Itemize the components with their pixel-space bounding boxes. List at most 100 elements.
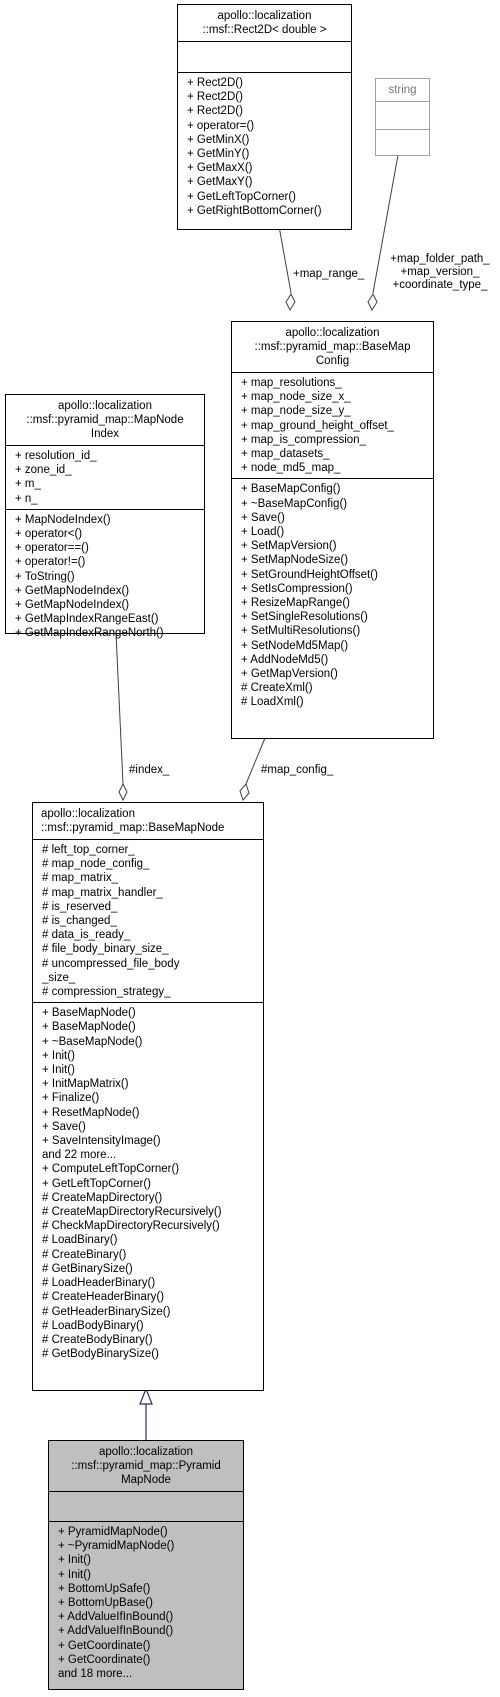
method-row: + GetMapVersion() (241, 668, 338, 681)
method-row: + ~PyramidMapNode() (58, 1540, 175, 1553)
method-row: + operator!=() (15, 556, 86, 569)
label-config-member: +coordinate_type_ (392, 279, 488, 291)
method-row: # CreateBodyBinary() (42, 1333, 153, 1346)
inheritance-arrowhead (139, 1387, 153, 1405)
method-row: # GetBodyBinarySize() (42, 1348, 159, 1361)
method-row: + InitMapMatrix() (42, 1078, 129, 1091)
method-row: # LoadXml() (241, 696, 304, 709)
method-row: + operator<() (15, 528, 83, 541)
label-map-range: +map_range_ (293, 268, 365, 280)
method-row: + GetMapIndexRangeNorth() (15, 627, 164, 640)
class-base-map-node[interactable]: apollo::localization ::msf::pyramid_map:… (32, 802, 264, 1391)
title-line: ::msf::pyramid_map::BaseMap (254, 341, 411, 353)
diamond-string-config (367, 292, 378, 312)
class-map-node-index[interactable]: apollo::localization ::msf::pyramid_map:… (5, 394, 205, 639)
method-row: + Rect2D() (187, 91, 243, 104)
method-row: + AddValueIfInBound() (58, 1625, 174, 1638)
method-row: + GetCoordinate() (58, 1653, 151, 1666)
title-line: ::msf::pyramid_map::BaseMapNode (41, 822, 225, 834)
class-title: apollo::localization ::msf::Rect2D< doub… (178, 5, 351, 41)
diamond-map-range (285, 292, 296, 312)
class-string[interactable]: string (375, 78, 430, 156)
label-config-member: +map_folder_path_ (390, 253, 490, 265)
attribute-row: + map_resolutions_ (241, 377, 342, 389)
method-row: and 18 more... (58, 1668, 133, 1681)
method-row: + Rect2D() (187, 105, 243, 118)
method-row: + Save() (42, 1120, 86, 1133)
class-title: apollo::localization ::msf::pyramid_map:… (33, 803, 263, 839)
title-line: MapNode (121, 1474, 171, 1486)
title-line: apollo::localization (58, 400, 152, 412)
attribute-row: # is_changed_ (42, 915, 117, 928)
edge-map-config (245, 737, 266, 785)
attribute-row: # map_matrix_handler_ (42, 886, 163, 899)
edge-string-config (372, 154, 399, 294)
methods-section (376, 129, 429, 155)
method-row: + Load() (241, 526, 285, 539)
attribute-row: + node_md5_map_ (241, 462, 341, 475)
attributes-section (376, 101, 429, 129)
method-row: # LoadHeaderBinary() (42, 1277, 156, 1290)
method-row: # CreateMapDirectory() (42, 1191, 163, 1204)
method-row: + SetMapNodeSize() (241, 554, 349, 567)
method-row: + BaseMapNode() (42, 1021, 136, 1034)
attribute-row: # left_top_corner_ (42, 844, 135, 856)
method-row: + GetMaxX() (187, 162, 253, 175)
attribute-row: + map_is_compression_ (241, 433, 366, 446)
title-line: Config (315, 355, 350, 367)
method-row: + ResizeMapRange() (241, 597, 350, 610)
method-row: + BottomUpBase() (58, 1597, 153, 1610)
method-row: + AddNodeMd5() (241, 653, 329, 666)
label-config-members: +map_folder_path_ +map_version_ +coordin… (380, 253, 500, 292)
attribute-row: # uncompressed_file_body (42, 957, 180, 970)
method-row: + Init() (42, 1064, 75, 1077)
class-rect2d[interactable]: apollo::localization ::msf::Rect2D< doub… (177, 4, 352, 230)
edge-map-range (278, 225, 292, 294)
method-row: # CheckMapDirectoryRecursively() (42, 1220, 220, 1233)
method-row: + GetLeftTopCorner() (42, 1177, 151, 1190)
method-row: # GetBinarySize() (42, 1262, 133, 1275)
method-row: # CreateBinary() (42, 1248, 127, 1261)
methods-section: + MapNodeIndex() + operator<() + operato… (6, 508, 204, 644)
method-row: + GetMinY() (187, 148, 250, 161)
class-base-map-config[interactable]: apollo::localization ::msf::pyramid_map:… (231, 321, 434, 739)
method-row: + SetMapVersion() (241, 540, 337, 553)
method-row: + SetGroundHeightOffset() (241, 568, 378, 581)
method-row: + GetMapNodeIndex() (15, 584, 130, 597)
methods-section: + BaseMapNode() + BaseMapNode() + ~BaseM… (33, 1002, 263, 1364)
method-row: + Save() (241, 511, 285, 524)
class-title: apollo::localization ::msf::pyramid_map:… (6, 395, 204, 445)
methods-section: + PyramidMapNode() + ~PyramidMapNode() +… (49, 1521, 243, 1684)
attribute-row: _size_ (42, 971, 76, 984)
attribute-row: + m_ (15, 478, 41, 491)
class-title: apollo::localization ::msf::pyramid_map:… (232, 322, 433, 372)
method-row: + GetMapIndexRangeEast() (15, 613, 159, 626)
method-row: + GetMapNodeIndex() (15, 599, 130, 612)
method-row: + SetIsCompression() (241, 582, 353, 595)
attribute-row: # map_node_config_ (42, 858, 150, 871)
method-row: + ToString() (15, 570, 75, 583)
method-row: + BaseMapConfig() (241, 483, 341, 496)
diamond-map-config (239, 783, 250, 801)
methods-section: + Rect2D() + Rect2D() + Rect2D() + opera… (178, 72, 351, 221)
method-row: + ~BaseMapNode() (42, 1035, 143, 1048)
attribute-row: # file_body_binary_size_ (42, 943, 169, 956)
method-row: + GetMaxY() (187, 176, 253, 189)
method-row: + ResetMapNode() (42, 1106, 140, 1119)
method-row: + Init() (42, 1049, 75, 1062)
method-row: + SetNodeMd5Map() (241, 639, 349, 652)
title-line: apollo::localization (41, 808, 135, 820)
method-row: + Finalize() (42, 1092, 100, 1105)
method-row: + GetCoordinate() (58, 1639, 151, 1652)
attribute-row: # map_matrix_ (42, 872, 119, 885)
class-pyramid-map-node[interactable]: apollo::localization ::msf::pyramid_map:… (48, 1440, 244, 1690)
method-row: # LoadBinary() (42, 1234, 118, 1247)
method-row: # LoadBodyBinary() (42, 1319, 144, 1332)
attribute-row: + map_datasets_ (241, 448, 330, 461)
methods-section: + BaseMapConfig() + ~BaseMapConfig() + S… (232, 478, 433, 712)
label-index: #index_ (129, 764, 170, 776)
attribute-row: + map_node_size_y_ (241, 405, 351, 418)
attribute-row: # data_is_ready_ (42, 929, 131, 942)
title-line: Index (90, 428, 120, 440)
attributes-section: # left_top_corner_ # map_node_config_ # … (33, 839, 263, 1002)
